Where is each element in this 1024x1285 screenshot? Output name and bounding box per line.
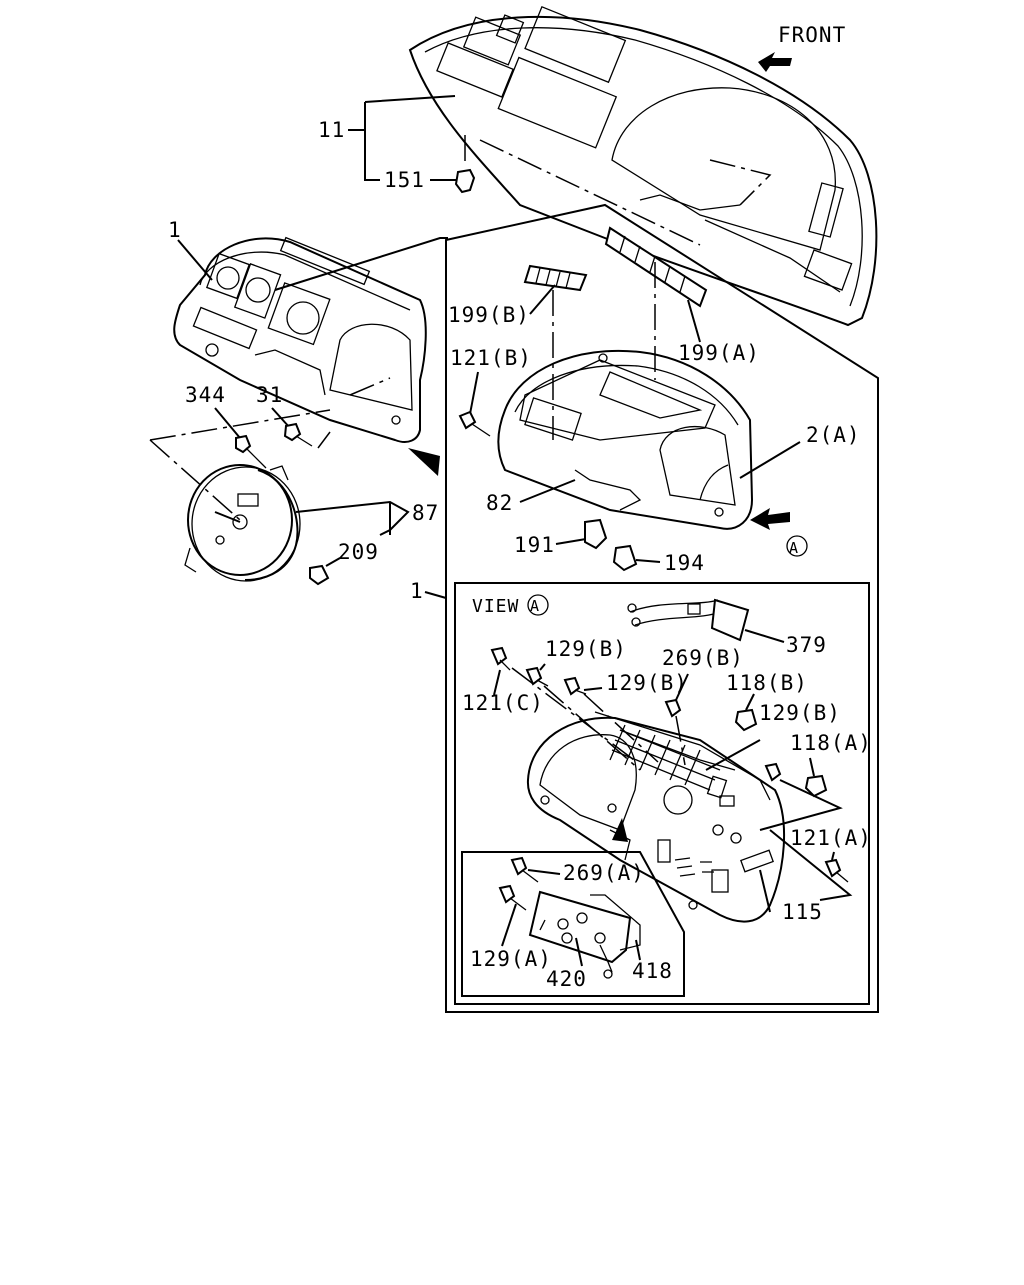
- callout-121b: 121(B): [450, 346, 532, 370]
- board-420: [528, 890, 641, 979]
- callout-199a: 199(A): [678, 341, 760, 365]
- screw-121b-icon: [458, 410, 491, 437]
- callout-379: 379: [786, 633, 827, 657]
- circuit-board-115: [526, 711, 786, 923]
- screw-31-icon: [283, 422, 313, 447]
- bulb-209-icon: [309, 564, 330, 586]
- view-label-letter: A: [530, 597, 540, 615]
- callout-118b: 118(B): [726, 671, 808, 695]
- meter-housing-2a: [497, 349, 754, 530]
- leader-arrow-icon: [408, 448, 440, 476]
- marker-a-circle-icon: [786, 535, 808, 557]
- inner-detail-box: [461, 851, 685, 997]
- clip-151-icon: [454, 168, 476, 194]
- callout-2a: 2(A): [806, 423, 861, 447]
- detail-box-2a: [445, 203, 879, 1013]
- screw-129b-3-icon: [764, 762, 782, 782]
- screw-269a-icon: [510, 856, 539, 883]
- callout-269b: 269(B): [662, 646, 744, 670]
- bulb-191-icon: [584, 518, 608, 550]
- harness-379: [627, 598, 750, 642]
- screw-269b-icon: [664, 698, 682, 718]
- speedometer-87: [184, 464, 301, 582]
- callout-11: 11: [318, 118, 345, 142]
- callout-1-view: 1: [410, 579, 424, 603]
- callout-420: 420: [546, 967, 587, 991]
- lens-199a: [604, 226, 708, 308]
- callout-121c: 121(C): [462, 691, 544, 715]
- callout-129a: 129(A): [470, 947, 552, 971]
- meter-cluster-1: [173, 236, 427, 443]
- callout-191: 191: [514, 533, 555, 557]
- callout-269a: 269(A): [563, 861, 645, 885]
- callout-31: 31: [256, 383, 283, 407]
- marker-a-letter: A: [789, 539, 799, 557]
- front-label: FRONT: [778, 23, 846, 47]
- view-a-box: [454, 582, 870, 1005]
- screw-129b-1-icon: [525, 666, 549, 687]
- pointer-triangle-icon: [612, 818, 628, 842]
- callout-115: 115: [782, 900, 823, 924]
- callout-118a: 118(A): [790, 731, 872, 755]
- screw-344-icon: [235, 434, 267, 469]
- callout-199b: 199(B): [448, 303, 530, 327]
- callout-209: 209: [338, 540, 379, 564]
- callout-1-cluster: 1: [168, 218, 182, 242]
- callout-121a: 121(A): [790, 826, 872, 850]
- view-label-circle-icon: [527, 594, 549, 616]
- screw-129b-2-icon: [563, 676, 587, 696]
- screw-121a-icon: [824, 858, 849, 883]
- nut-118b-icon: [734, 708, 758, 732]
- dash-panel-11: [408, 5, 878, 327]
- callout-418: 418: [632, 959, 673, 983]
- socket-194-icon: [612, 544, 638, 572]
- callout-129b-3: 129(B): [759, 701, 841, 725]
- callout-82: 82: [486, 491, 513, 515]
- callout-344: 344: [185, 383, 226, 407]
- callout-194: 194: [664, 551, 705, 575]
- callout-129b-1: 129(B): [545, 637, 627, 661]
- front-arrow-icon: [758, 52, 792, 72]
- callout-87: 87: [412, 501, 439, 525]
- screw-129a-icon: [498, 884, 527, 911]
- nut-118a-icon: [804, 774, 828, 798]
- view-a-arrow-icon: [750, 508, 790, 530]
- callout-129b-2: 129(B): [606, 671, 688, 695]
- view-label: VIEW: [472, 596, 519, 617]
- callout-151: 151: [384, 168, 425, 192]
- lens-199b: [523, 264, 588, 292]
- screw-121c-icon: [490, 646, 511, 671]
